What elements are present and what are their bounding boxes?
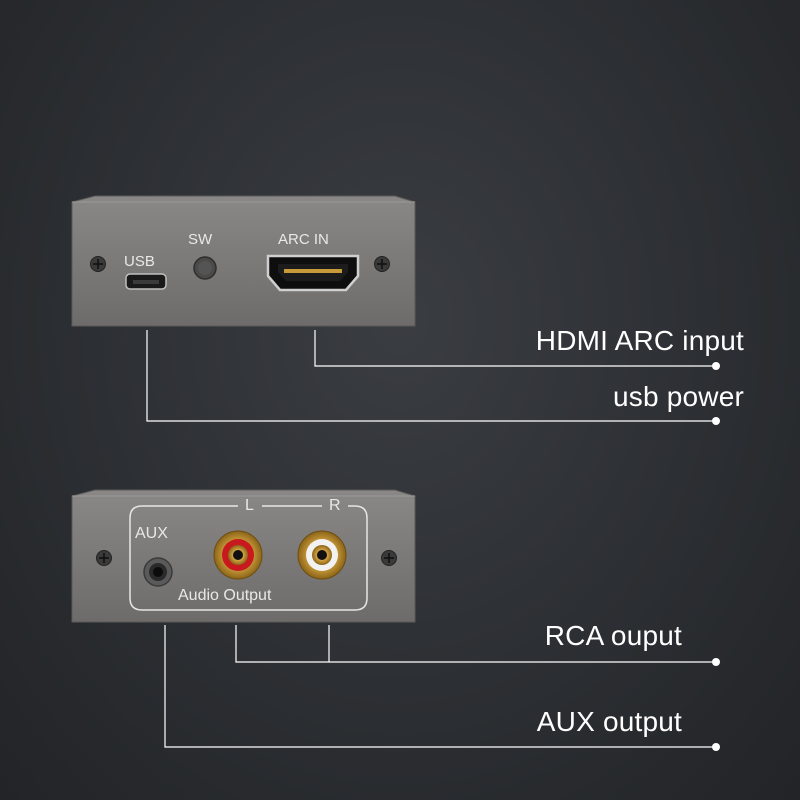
hdmi-port xyxy=(266,254,360,292)
usb-port-label: USB xyxy=(124,253,155,270)
arc-in-label: ARC IN xyxy=(278,231,329,248)
rca-left-jack xyxy=(213,530,263,580)
callout-dot xyxy=(712,658,720,666)
audio-output-label: Audio Output xyxy=(178,587,272,604)
callout-line-aux xyxy=(164,625,716,748)
rca-output-callout: RCA ouput xyxy=(544,620,682,651)
hdmi-arc-input-callout: HDMI ARC input xyxy=(535,325,744,356)
callout-dot xyxy=(712,417,720,425)
usb-power-callout: usb power xyxy=(613,381,744,412)
screw-icon xyxy=(90,256,106,272)
aux-output-callout: AUX output xyxy=(536,706,682,737)
sw-button-label: SW xyxy=(188,231,213,248)
micro-usb-port xyxy=(125,273,167,290)
callout-line-hdmi xyxy=(314,330,716,367)
callout-dot xyxy=(712,362,720,370)
screw-icon xyxy=(381,550,397,566)
rca-right-jack xyxy=(297,530,347,580)
aux-port-label: AUX xyxy=(135,525,168,542)
callout-line-rca xyxy=(235,625,716,663)
callout-line-usb xyxy=(146,330,716,422)
top-device-panel xyxy=(71,195,416,327)
rca-right-label: R xyxy=(329,497,341,514)
sw-button xyxy=(193,256,217,280)
rca-left-label: L xyxy=(245,497,254,514)
screw-icon xyxy=(96,550,112,566)
callout-dot xyxy=(712,743,720,751)
aux-jack xyxy=(143,557,173,587)
screw-icon xyxy=(374,256,390,272)
